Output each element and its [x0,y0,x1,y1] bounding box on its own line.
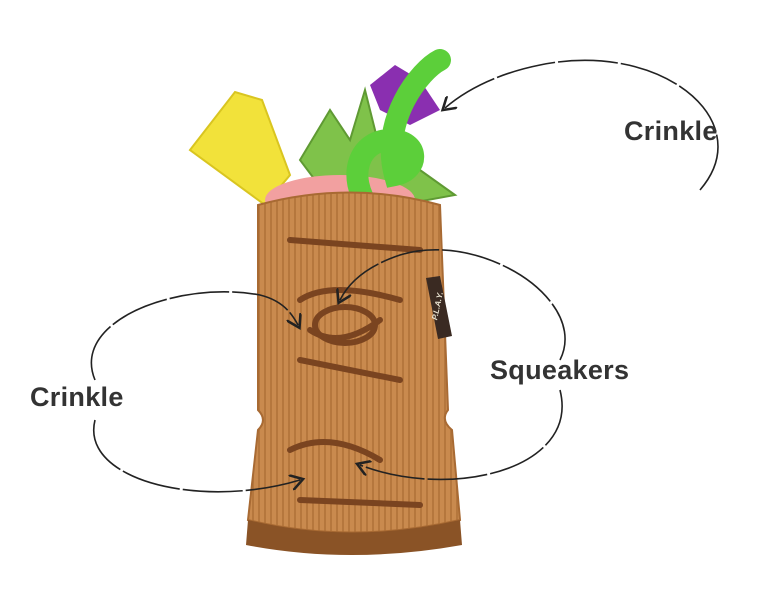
label-crinkle-left: Crinkle [30,382,124,412]
arrow-squeakers-top [340,249,566,361]
brand-tag [426,276,452,339]
pineapple-wedge [188,90,292,207]
label-crinkle-top: Crinkle [624,116,718,146]
label-squeakers: Squeakers [490,355,630,385]
arrow-left-top [90,291,298,381]
arrow-left-bottom [92,419,300,493]
arrow-top-right [445,59,719,191]
tiki-body [246,191,462,555]
arrow-squeakers-bottom [360,389,563,481]
straw [346,49,451,221]
